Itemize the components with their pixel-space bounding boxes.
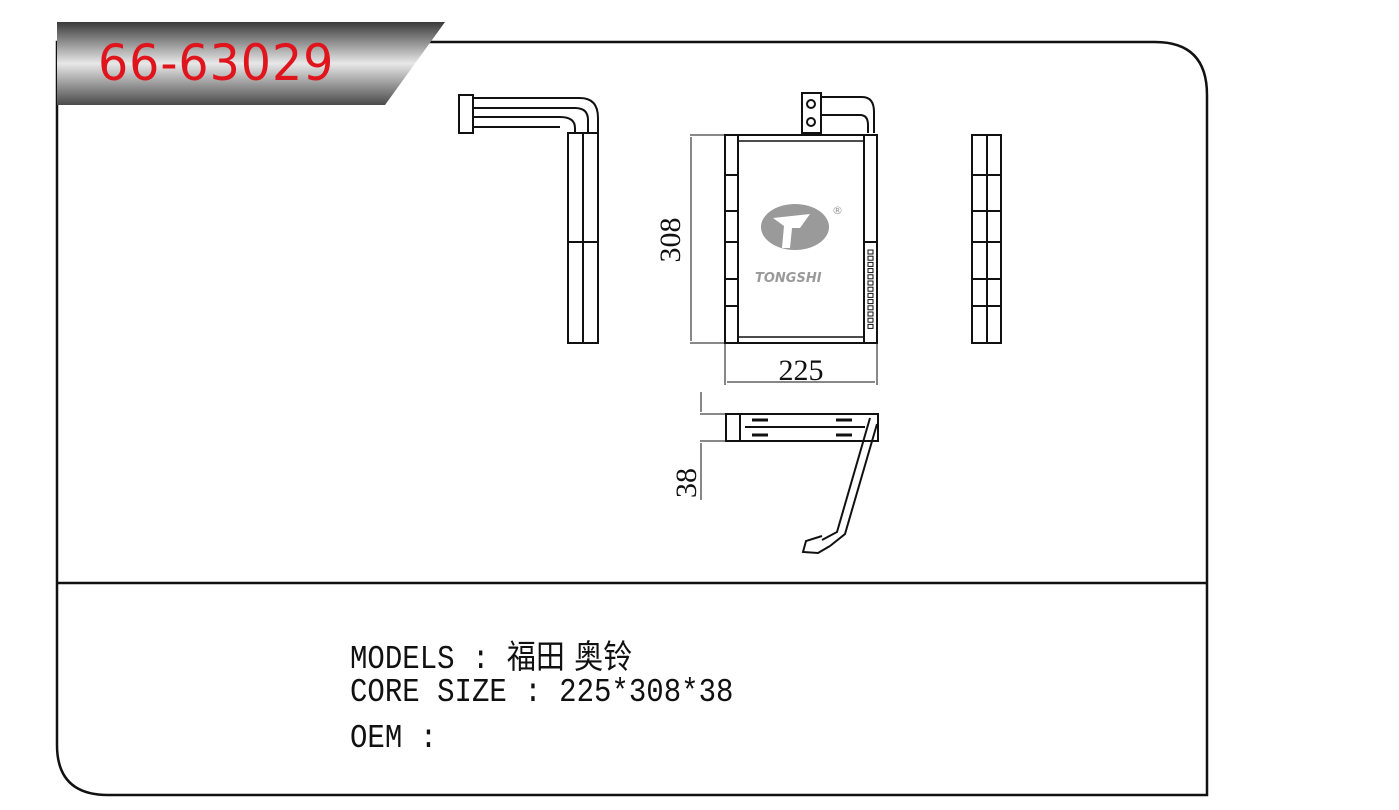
dim-width-label: 225 [779, 354, 824, 387]
dim-height-label: 308 [654, 218, 687, 263]
frame-border [55, 40, 1209, 797]
tube-end-mark [867, 261, 874, 267]
separator: : [472, 641, 490, 678]
registered-mark: ® [832, 204, 843, 217]
part-number: 66-63029 [98, 34, 335, 92]
tube-end-mark [867, 255, 874, 261]
models-label: MODELS [350, 641, 455, 678]
tube-end-mark [867, 268, 874, 274]
tube-end-mark [867, 286, 874, 292]
oem-row: OEM : [350, 720, 455, 757]
models-row: MODELS : 福田 奥铃 [350, 630, 632, 678]
title-banner [57, 22, 445, 105]
dim-depth-label: 38 [670, 468, 703, 498]
tube-end-mark [867, 292, 874, 298]
front-view [690, 92, 878, 385]
core-size-value: 225*308*38 [559, 674, 734, 711]
oem-label: OEM [350, 720, 403, 757]
separator: : [419, 720, 438, 757]
logo-text: TONGSHI [755, 271, 822, 286]
tube-end-mark [867, 249, 874, 255]
tube-dots: /* placeholder */ [867, 249, 874, 329]
core-size-label: CORE SIZE [350, 674, 507, 711]
tube-end-mark [867, 299, 874, 305]
tube-end-mark [867, 317, 874, 323]
tube-end-mark [867, 311, 874, 317]
separator: : [524, 674, 542, 711]
core-size-row: CORE SIZE : 225*308*38 [350, 674, 733, 711]
tube-end-mark [867, 280, 874, 286]
models-value: 福田 奥铃 [506, 637, 633, 676]
side-view-left [458, 94, 599, 344]
tube-end-mark [867, 323, 874, 329]
top-view [700, 392, 879, 555]
tube-end-mark [867, 274, 874, 280]
tube-end-mark [867, 305, 874, 311]
side-view-right [971, 134, 1002, 344]
tongshi-logo: TONGSHI ® [755, 204, 843, 286]
